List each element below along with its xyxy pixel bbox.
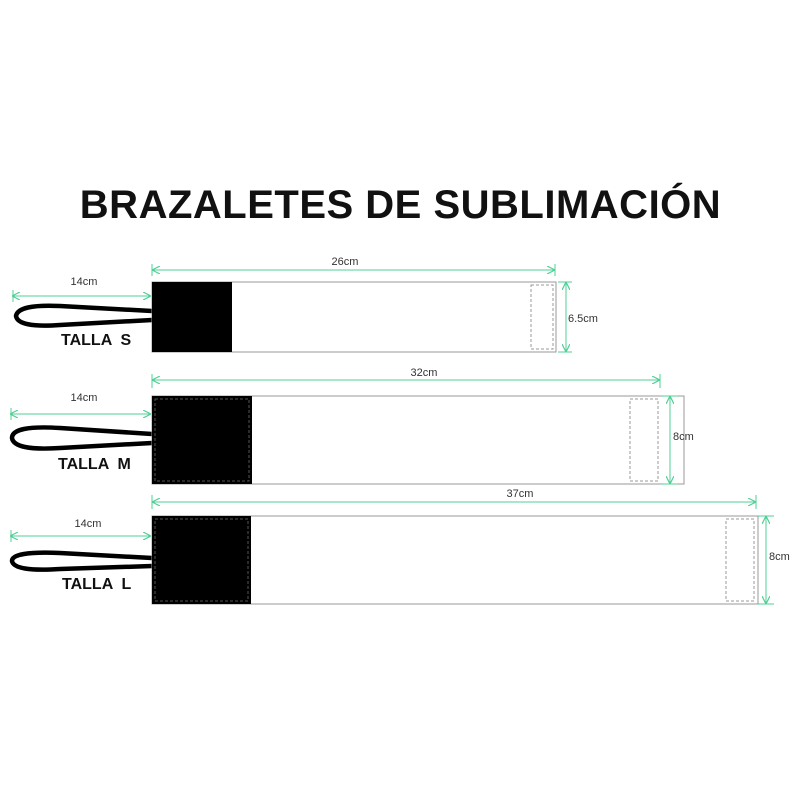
strap-loop bbox=[13, 303, 155, 328]
band-black-panel bbox=[152, 282, 232, 352]
band-black-panel bbox=[152, 396, 252, 484]
strap-length-label: 14cm bbox=[75, 518, 102, 530]
band-length-label: 26cm bbox=[332, 256, 359, 268]
band-height-label: 8cm bbox=[673, 431, 694, 443]
band-body bbox=[151, 515, 759, 605]
strap-length-label: 14cm bbox=[71, 276, 98, 288]
band-height-label: 8cm bbox=[769, 551, 790, 563]
strap-length-label: 14cm bbox=[71, 392, 98, 404]
band-black-panel bbox=[152, 516, 251, 604]
band-size-m: 14cm 32cm 8cm TALLA M bbox=[9, 367, 694, 485]
strap-loop bbox=[9, 550, 155, 572]
band-size-l: 14cm 37cm 8cm TALLA L bbox=[9, 488, 790, 605]
band-size-s: 14cm 26cm 6.5cm TALLA S bbox=[13, 256, 598, 353]
size-label: TALLA L bbox=[62, 576, 132, 593]
size-label: TALLA M bbox=[58, 456, 131, 473]
page-title: BRAZALETES DE SUBLIMACIÓN bbox=[79, 183, 722, 227]
strap-loop bbox=[9, 425, 155, 451]
size-label: TALLA S bbox=[61, 332, 132, 349]
band-length-label: 32cm bbox=[411, 367, 438, 379]
band-black-panel-dashed bbox=[154, 518, 249, 602]
band-dashed-end bbox=[530, 284, 554, 350]
band-height-label: 6.5cm bbox=[568, 313, 598, 325]
band-length-label: 37cm bbox=[507, 488, 534, 500]
band-black-panel-dashed bbox=[154, 398, 250, 482]
